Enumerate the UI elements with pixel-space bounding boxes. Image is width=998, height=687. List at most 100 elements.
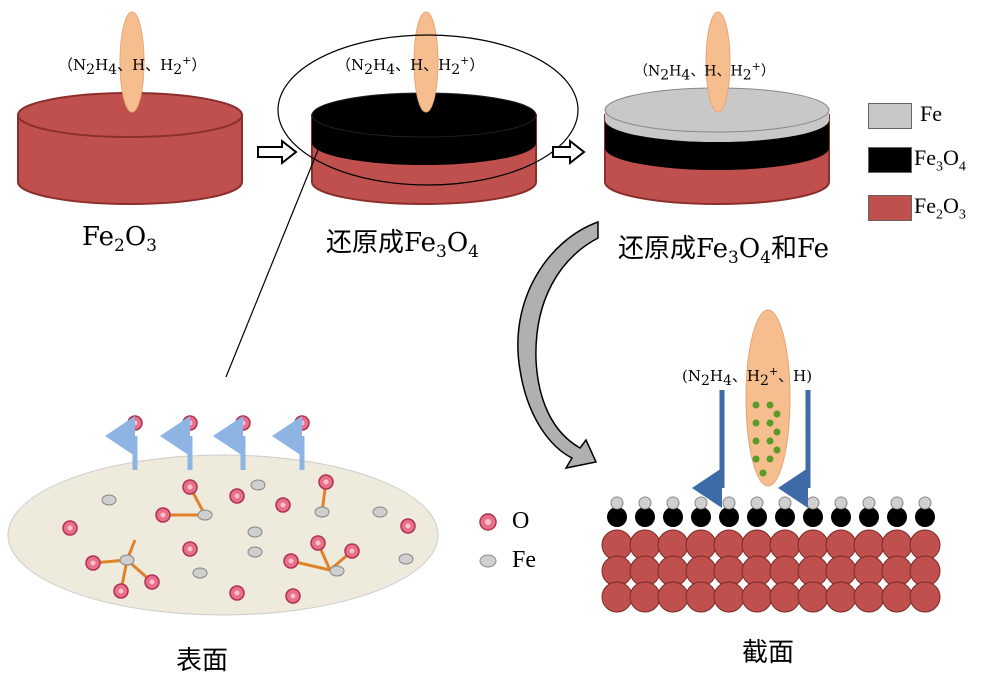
fe-atom [119, 554, 135, 566]
fe-atom [314, 506, 330, 518]
o-atom-highlight [349, 548, 355, 554]
green-dot [773, 428, 781, 436]
fe2o3-atom [601, 581, 633, 613]
o-atom-highlight [323, 479, 329, 485]
fe-surface-atom [638, 496, 652, 510]
legend-label-fe: Fe [920, 101, 942, 126]
green-dot [766, 455, 774, 463]
o-atom-highlight [240, 420, 246, 426]
fe-atom [192, 567, 208, 579]
fe2o3-atom [713, 581, 745, 613]
o-atom-highlight [67, 525, 73, 531]
fe-surface-atom [778, 496, 792, 510]
atom-legend-o: O [512, 508, 530, 534]
green-dot [759, 469, 767, 477]
fe3o4-atom [831, 507, 851, 527]
fe-surface-atom [610, 496, 624, 510]
o-atom-highlight [187, 484, 193, 490]
caption-disc-3: 还原成Fe3O4和Fe [618, 234, 830, 269]
green-dot [766, 401, 774, 409]
fe2o3-atom [657, 581, 689, 613]
fe2o3-atom [629, 581, 661, 613]
flame-2 [413, 11, 439, 113]
fe2o3-atom [797, 581, 829, 613]
disc-fe-fe3o4-fe2o3 [604, 87, 830, 205]
process-arrow-2 [552, 138, 586, 166]
o-atom-highlight [234, 590, 240, 596]
fe3o4-atom [915, 507, 935, 527]
fe-atom [372, 506, 388, 518]
fe3o4-atom [747, 507, 767, 527]
fe3o4-atom [887, 507, 907, 527]
fe2o3-atom [685, 581, 717, 613]
fe2o3-atom [853, 581, 885, 613]
o-atom-highlight [132, 420, 138, 426]
gas-label-3: （N2H4、H、H2+） [634, 60, 775, 84]
fe3o4-atom [663, 507, 683, 527]
caption-disc-1: Fe2O3 [82, 222, 157, 257]
flame-3 [705, 11, 731, 113]
o-atom-highlight [288, 558, 294, 564]
fe-surface-atom [890, 496, 904, 510]
oxygen-release-arrows [105, 416, 305, 470]
fe-surface-atom [666, 496, 680, 510]
process-arrow-1 [257, 138, 298, 166]
o-atom-highlight [90, 560, 96, 566]
o-atom-highlight [315, 540, 321, 546]
legend-swatch-fe [868, 103, 912, 129]
fe2o3-atom [909, 581, 941, 613]
fe2o3-atom [741, 581, 773, 613]
legend-swatch-fe2o3 [868, 195, 912, 221]
gas-label-2: （N2H4、H、H2+） [336, 54, 485, 78]
fe3o4-atom [803, 507, 823, 527]
zoom-circle [277, 34, 579, 186]
legend-swatch-fe3o4 [868, 147, 912, 173]
gas-label-1: （N2H4、H、H2+） [58, 54, 207, 78]
green-dot [752, 419, 760, 427]
o-atom-highlight [118, 588, 124, 594]
green-dot [773, 446, 781, 454]
fe-atom [398, 553, 414, 565]
atom-legend-fe: Fe [512, 547, 536, 573]
zoom-line [225, 149, 319, 378]
cross-section-atoms [601, 496, 941, 613]
o-atom-highlight [187, 420, 193, 426]
fe-surface-atom [862, 496, 876, 510]
fe3o4-atom [607, 507, 627, 527]
fe-atom [250, 479, 266, 491]
cross-green-dots [752, 401, 781, 477]
green-dot [752, 455, 760, 463]
fe3o4-atom [719, 507, 739, 527]
green-dot [766, 419, 774, 427]
fe-surface-atom [834, 496, 848, 510]
flame-1 [119, 11, 145, 113]
o-atom-highlight [299, 420, 305, 426]
fe2o3-atom [769, 581, 801, 613]
fe2o3-atom [881, 581, 913, 613]
cross-section-caption: 截面 [742, 638, 795, 668]
fe-atom [101, 494, 117, 506]
fe-surface-atom [694, 496, 708, 510]
green-dot [752, 437, 760, 445]
o-atom-highlight [234, 493, 240, 499]
fe-atom [329, 565, 345, 577]
fe-atom [247, 526, 263, 538]
green-dot [766, 437, 774, 445]
legend-label-fe2o3: Fe2O3 [914, 193, 966, 223]
o-atom-highlight [290, 593, 296, 599]
o-atom-highlight [405, 523, 411, 529]
cross-gas-label: (N2H4、H2+、H) [682, 365, 813, 389]
fe-surface-atom [750, 496, 764, 510]
curved-arrow [517, 220, 599, 470]
o-atom-highlight [149, 579, 155, 585]
legend-fe-atom [479, 554, 497, 568]
surface-o-atoms [62, 415, 416, 604]
disc-fe3o4 [311, 92, 537, 205]
surface-fe-atoms [101, 479, 414, 579]
green-dot [752, 401, 760, 409]
surface-caption: 表面 [176, 646, 229, 676]
o-atom-highlight [160, 512, 166, 518]
fe2o3-atom [825, 581, 857, 613]
